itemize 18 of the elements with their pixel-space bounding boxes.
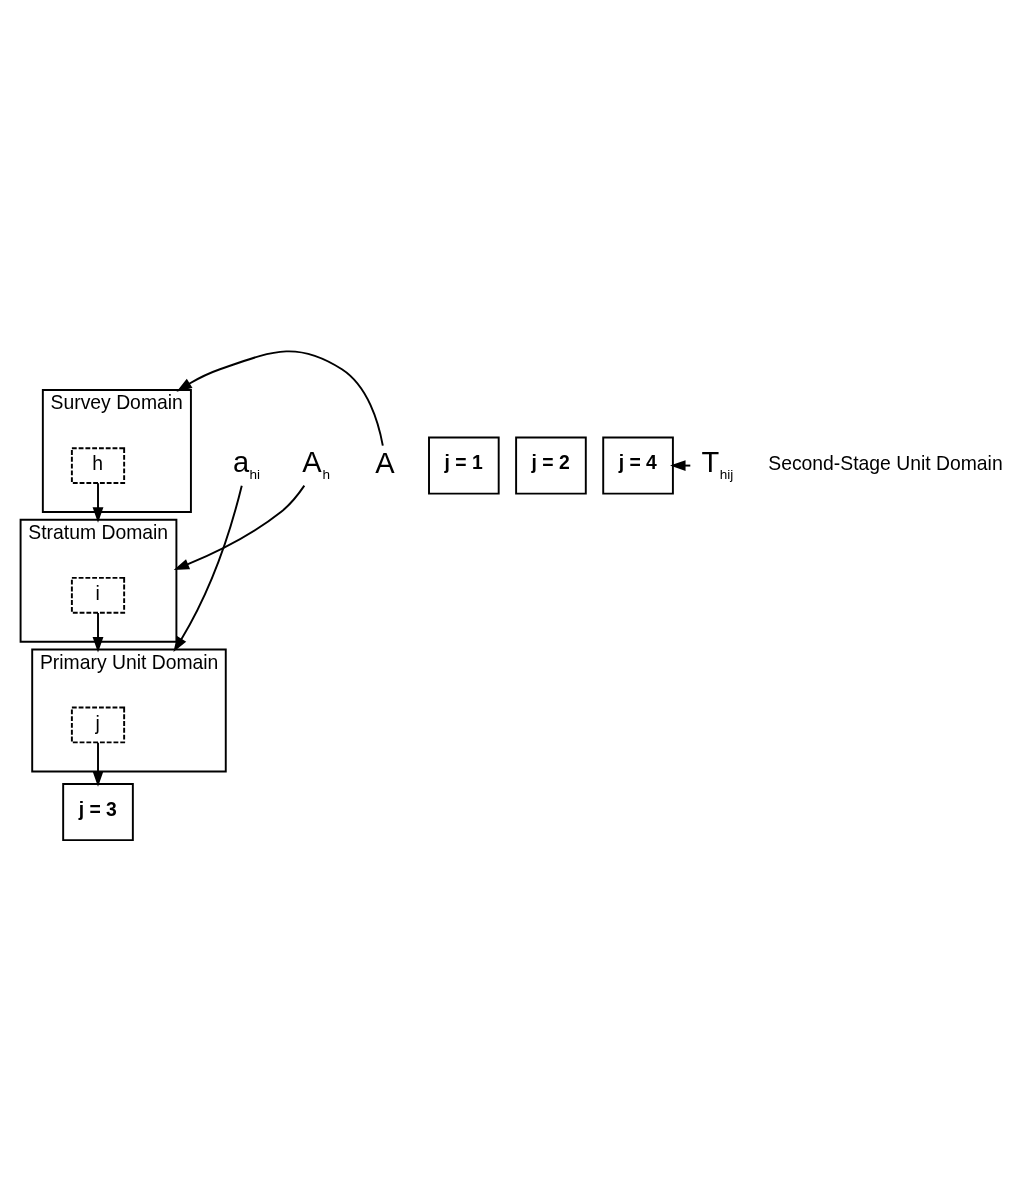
- node-text: T$_{hij}$: [701, 445, 734, 482]
- node-text: a$_{hi}$: [233, 445, 261, 482]
- node-box: i: [70, 576, 126, 614]
- node-text: A: [375, 446, 395, 479]
- label: Second-Stage Unit Domain: [768, 451, 1003, 474]
- node-box: j: [70, 706, 126, 743]
- node-text: A$_{h}$: [302, 445, 331, 482]
- node-box: j = 2: [515, 436, 587, 495]
- node-box: h: [70, 446, 126, 484]
- arrow: [92, 741, 104, 787]
- arrow: [173, 484, 243, 652]
- node-box: j = 1: [428, 436, 500, 495]
- arrow: [176, 349, 384, 447]
- node-box: j = 4: [602, 436, 674, 495]
- arrow: [92, 481, 104, 523]
- node-box: j = 3: [62, 782, 134, 841]
- arrow: [173, 484, 306, 570]
- arrow: [92, 611, 104, 652]
